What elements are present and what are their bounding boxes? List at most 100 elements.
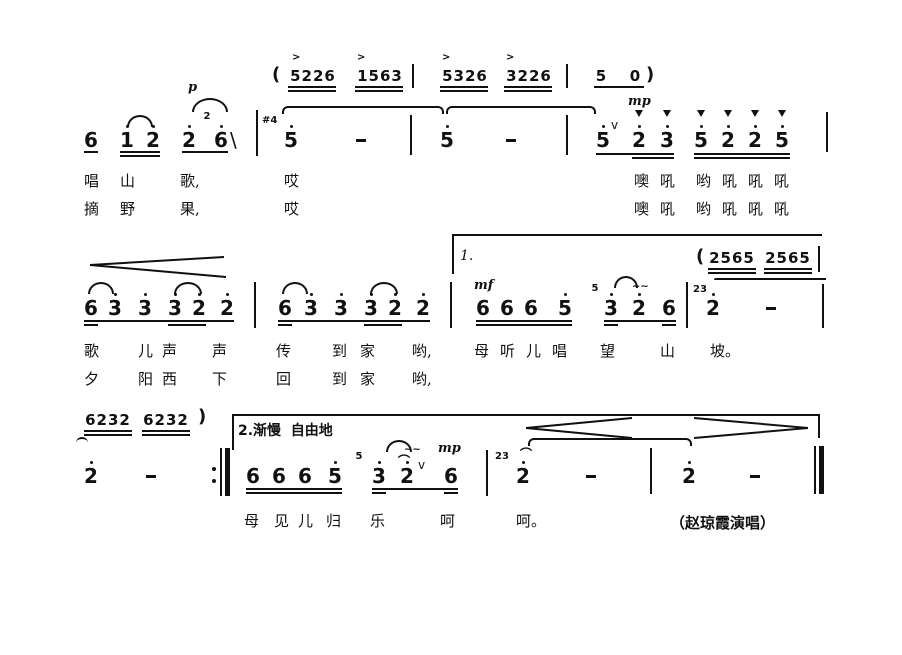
octave-dot [310, 293, 313, 296]
lyric: 噢 [634, 200, 650, 218]
lyric: 吼 [774, 172, 790, 190]
note: 6 [246, 464, 260, 488]
octave-dot [152, 125, 155, 128]
barline [650, 448, 652, 494]
note: 2 [516, 464, 530, 488]
lyric: 吼 [722, 200, 738, 218]
note: 3 [364, 296, 378, 320]
dynamic-mp: mp [438, 441, 461, 456]
lyric: 噢 [634, 172, 650, 190]
octave-dot [378, 461, 381, 464]
barline [566, 115, 568, 155]
note: 2 [146, 128, 160, 152]
barline [822, 284, 824, 328]
note: 6 [278, 296, 292, 320]
lyric: 歌, [180, 172, 200, 190]
barline [450, 282, 452, 328]
lyric: 传 [276, 342, 292, 360]
underline [764, 268, 812, 270]
staccato-mark [751, 110, 759, 117]
underline [708, 268, 756, 270]
lyric: 吼 [774, 200, 790, 218]
underline [364, 324, 402, 326]
note: 6 [298, 464, 312, 488]
lyric: 吼 [722, 172, 738, 190]
slur [282, 282, 308, 294]
note: 2 [748, 128, 762, 152]
underline [182, 151, 228, 153]
trill-mark: ~~ [632, 281, 649, 292]
crescendo-hairpin [89, 256, 227, 278]
ending-2-label: 2.渐慢 自由地 [238, 423, 333, 439]
note: 6 [500, 296, 514, 320]
underline [246, 492, 342, 494]
lyric: 见 [274, 512, 290, 530]
repeat-dot [212, 479, 216, 483]
octave-dot [198, 293, 201, 296]
octave-dot [188, 125, 191, 128]
repeat-dot [212, 467, 216, 471]
barline [412, 64, 414, 88]
staccato-mark [778, 110, 786, 117]
lyric: 望 [600, 342, 616, 360]
octave-dot [334, 461, 337, 464]
underline [246, 488, 342, 490]
underline [168, 324, 206, 326]
slur [88, 282, 114, 294]
lyric: 唱 [84, 172, 100, 190]
sustain-dash [356, 139, 366, 142]
interlude-group: 5326 [442, 67, 488, 85]
underline [288, 90, 336, 92]
octave-dot [340, 293, 343, 296]
sustain-dash [750, 475, 760, 478]
note: 3 [660, 128, 674, 152]
note: 2 [388, 296, 402, 320]
barline [566, 64, 568, 88]
ending-1-label: 1. [460, 248, 474, 264]
note: 3 [372, 464, 386, 488]
underline [84, 434, 132, 436]
note: 6 [84, 296, 98, 320]
staccato-mark [697, 110, 705, 117]
lyric: 山 [660, 342, 676, 360]
lyric: 呵。 [516, 512, 547, 530]
underline [694, 153, 790, 155]
lyric: 呵 [440, 512, 456, 530]
note: 5 [558, 296, 572, 320]
note: 6 [84, 128, 98, 152]
interlude-group: 2565 [709, 249, 755, 267]
octave-dot [446, 125, 449, 128]
grace-note: 5 [355, 451, 363, 462]
fermata-icon: ⌒ [398, 454, 411, 468]
lyric: 摘 [84, 200, 100, 218]
underline [662, 324, 676, 326]
octave-dot [666, 125, 669, 128]
lyric: 吼 [660, 200, 676, 218]
barline [254, 282, 256, 328]
octave-dot [114, 293, 117, 296]
octave-dot [712, 293, 715, 296]
tie [446, 106, 596, 114]
sustain-dash [506, 139, 516, 142]
octave-dot [174, 293, 177, 296]
note: 2 [706, 296, 720, 320]
note: 2 [632, 296, 646, 320]
note: 6 [444, 464, 458, 488]
note: 6 [662, 296, 676, 320]
underline [84, 320, 234, 322]
accent-mark: > [442, 52, 451, 63]
underline [604, 320, 676, 322]
interlude-group: 3226 [506, 67, 552, 85]
barline [486, 450, 488, 496]
note: 3 [138, 296, 152, 320]
lyric: 到 [332, 370, 348, 388]
staccato-mark [663, 110, 671, 117]
lyric: 家 [360, 370, 376, 388]
lyric: 哟, [412, 370, 432, 388]
note: 5 [440, 128, 454, 152]
lyric: 到 [332, 342, 348, 360]
barline [256, 110, 258, 156]
sustain-dash [766, 307, 776, 310]
underline [764, 272, 812, 274]
dynamic-p: p [188, 80, 198, 95]
